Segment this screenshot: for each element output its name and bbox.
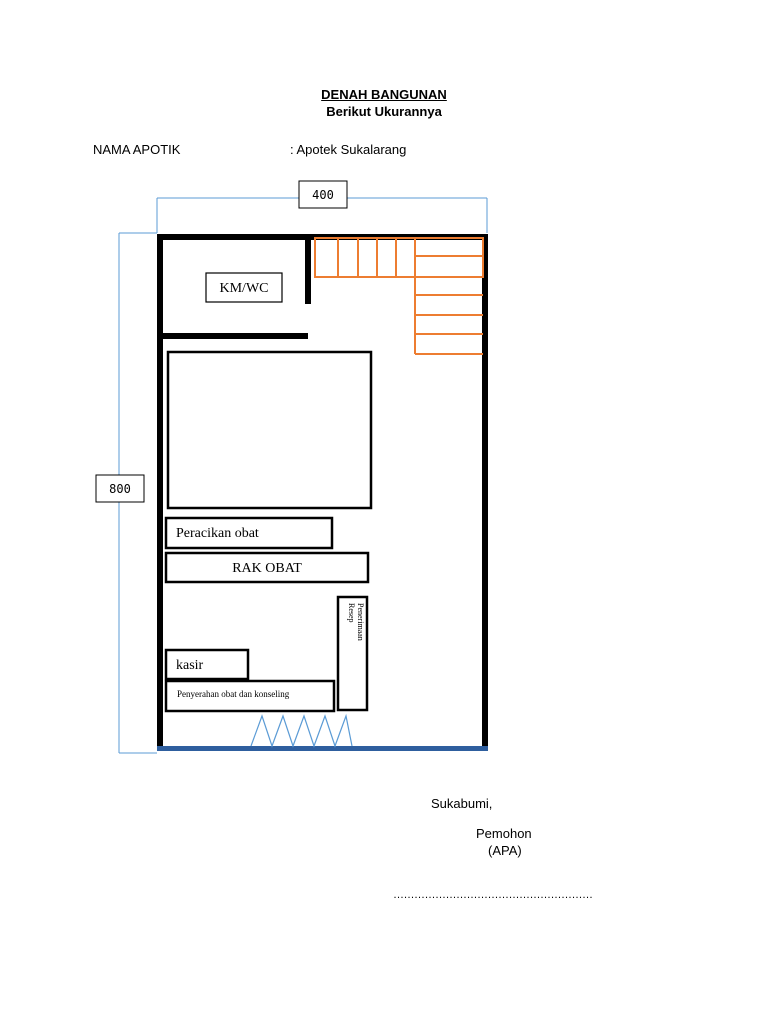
wall-left	[157, 234, 163, 750]
cashier-label: kasir	[176, 658, 204, 673]
signature-role: (APA)	[488, 843, 522, 858]
pharmacy-name-label: NAMA APOTIK	[93, 142, 181, 157]
toilet-label-box	[205, 272, 283, 303]
main-area	[166, 350, 373, 510]
stairs	[314, 237, 484, 355]
wall-toilet-vertical	[305, 234, 311, 304]
signature-line: …………………………………………………	[393, 889, 593, 901]
height-dimension-label: 800	[109, 482, 131, 496]
width-dimension-label: 400	[312, 188, 334, 202]
width-dimension-box	[298, 180, 348, 209]
medicine-rack	[164, 551, 370, 584]
page-title: DENAH BANGUNAN	[321, 87, 447, 102]
prescription-label-line1: Penerimaan	[356, 603, 365, 641]
stairs-upper-run	[314, 237, 484, 278]
folding-door	[250, 713, 353, 748]
signature-applicant: Pemohon	[476, 826, 532, 841]
wall-right	[482, 234, 488, 750]
handover-label: Penyerahan obat dan konseling	[177, 689, 290, 699]
page-subtitle: Berikut Ukurannya	[326, 104, 442, 119]
prescription-label: Penerimaan Resep	[347, 603, 365, 641]
wall-bottom-front	[157, 746, 488, 751]
medicine-rack-label: RAK OBAT	[232, 561, 302, 576]
compounding-counter	[164, 516, 334, 550]
height-dimension-box	[95, 474, 145, 503]
prescription-counter	[336, 595, 369, 712]
cashier-counter	[164, 648, 250, 681]
handover-counter	[164, 679, 336, 713]
compounding-label: Peracikan obat	[176, 526, 259, 541]
pharmacy-name-value: : Apotek Sukalarang	[290, 142, 407, 157]
signature-place: Sukabumi,	[431, 796, 493, 811]
wall-toilet-horizontal	[157, 333, 308, 339]
toilet-label: KM/WC	[220, 281, 269, 296]
prescription-label-line2: Resep	[347, 603, 356, 623]
